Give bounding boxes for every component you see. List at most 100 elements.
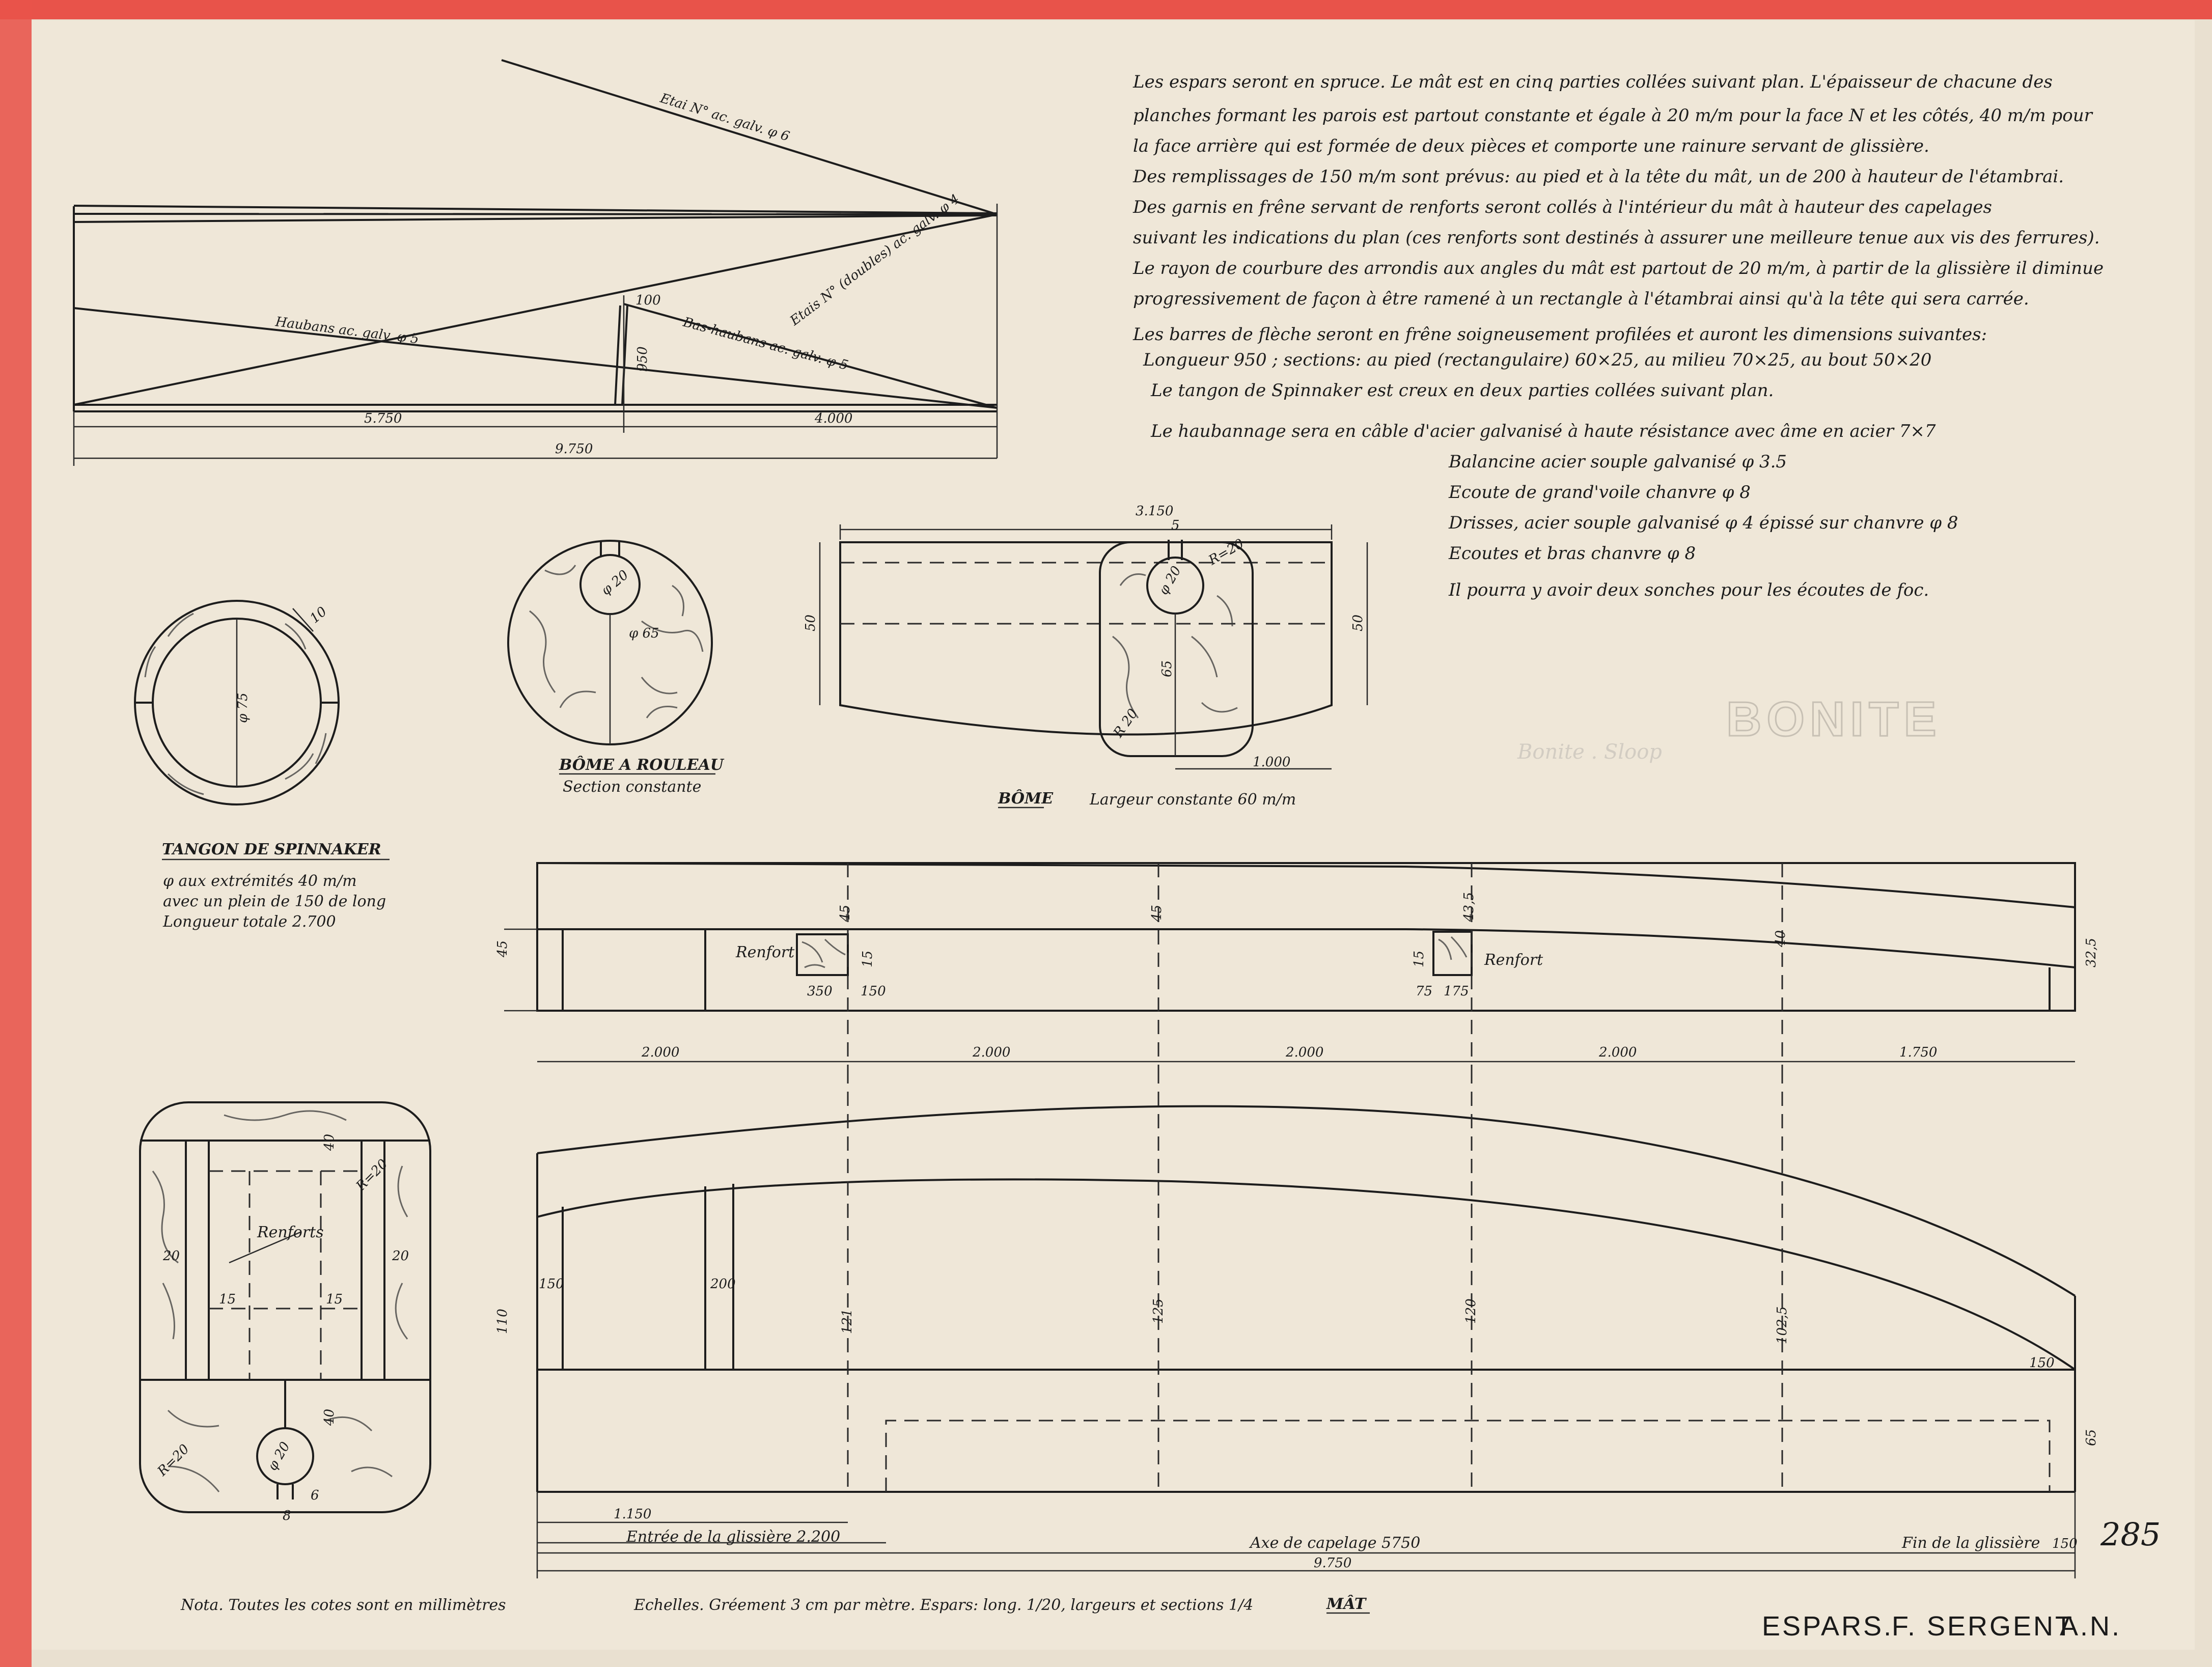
- bome-outline: [839, 541, 1333, 736]
- mast-front-inner-curve: [537, 1178, 2076, 1371]
- front-dim-7: 150: [2029, 1355, 2055, 1371]
- tangon-wall-leader: [292, 608, 314, 632]
- segment-1: 2.000: [641, 1045, 679, 1060]
- spreader-line-b: [621, 305, 628, 405]
- renfort-1-a: 350: [807, 984, 833, 999]
- section-d20b: 20: [392, 1248, 409, 1264]
- note-line-6: suivant les indications du plan (ces ren…: [1133, 228, 2100, 248]
- mast-renfort-1-grain: [801, 938, 846, 968]
- title-espars: ESPARS.: [1762, 1611, 1893, 1642]
- bome-length-label: 3.150: [1136, 504, 1173, 519]
- mast-side-dim-2: 45: [1149, 905, 1165, 922]
- note-line-2: planches formant les parois est partout …: [1133, 105, 2093, 126]
- bome-section-slot: [1168, 540, 1183, 560]
- red-tape-top: [0, 0, 2212, 19]
- bome-rouleau-dia: φ 65: [629, 626, 659, 641]
- rigging-list-3: Drisses, acier souple galvanisé φ 4 épis…: [1448, 513, 1958, 533]
- mast-side-dim-4: 40: [1773, 930, 1788, 948]
- mast-renfort-2-grain: [1438, 936, 1468, 960]
- tangon-spec-1: φ aux extrémités 40 m/m: [163, 872, 357, 890]
- note-line-4: Des remplissages de 150 m/m sont prévus:…: [1132, 166, 2064, 187]
- renfort-2-c: 15: [1412, 951, 1427, 967]
- segment-5: 1.750: [1899, 1045, 1937, 1060]
- spreader-height-label: 100: [635, 293, 661, 308]
- glissiere-entry: Entrée de la glissière 2.200: [626, 1528, 840, 1546]
- note-line-11: Le tangon de Spinnaker est creux en deux…: [1150, 380, 1774, 401]
- section-renforts-label: Renforts: [257, 1224, 324, 1241]
- bome-drawing: 3.150 50 50 5 φ 20 R=20 65 R 20 1.000 BÔ…: [803, 504, 1368, 809]
- drawing-paper: [31, 20, 2195, 1650]
- spreader-line-a: [614, 305, 621, 405]
- note-line-7: Le rayon de courbure des arrondis aux an…: [1132, 258, 2104, 279]
- mast-side-dim-right: 32,5: [2084, 938, 2099, 967]
- glissiere-dash: [885, 1420, 2051, 1492]
- note-line-5: Des garnis en frêne servant de renforts …: [1132, 197, 1992, 217]
- section-renforts-leader: [229, 1231, 301, 1264]
- red-tape-left: [0, 0, 32, 1667]
- renfort-label-2: Renfort: [1484, 951, 1543, 969]
- front-dim-1: 150: [539, 1276, 564, 1292]
- section-wood-grain: [152, 1110, 408, 1492]
- renfort-label-1: Renfort: [735, 943, 795, 961]
- tangon-caption: TANGON DE SPINNAKER: [162, 841, 381, 858]
- bome-section: [1099, 541, 1254, 757]
- mast-line-c: [73, 214, 998, 223]
- note-line-10: Longueur 950 ; sections: au pied (rectan…: [1143, 350, 1931, 370]
- note-line-9: Les barres de flèche seront en frêne soi…: [1132, 324, 1987, 345]
- rig-dim-right: 4.000: [814, 411, 852, 426]
- mast-side-curve: [537, 928, 2076, 968]
- note-line-8: progressivement de façon à être ramené à…: [1133, 289, 2029, 309]
- mast-side-view: 45 32,5 45 45 43,5 40 Renfort Renfort 35…: [495, 862, 2099, 1069]
- rigging-list-2: Ecoute de grand'voile chanvre φ 8: [1448, 482, 1751, 503]
- mast-front-view: 150 200 121 125 120 102,5 150 110 65 1.1…: [495, 1069, 2099, 1614]
- section-d40b: 40: [322, 1409, 337, 1426]
- front-dim-left: 110: [495, 1309, 510, 1334]
- bome-inner-label: 65: [1159, 660, 1175, 677]
- rigging-list-1: Balancine acier souple galvanisé φ 3.5: [1448, 452, 1787, 472]
- rigging-list-4: Ecoutes et bras chanvre φ 8: [1448, 543, 1696, 564]
- bome-slot-label: 5: [1171, 518, 1180, 533]
- front-dim-5: 120: [1463, 1298, 1479, 1324]
- front-dim-6: 102,5: [1775, 1307, 1790, 1344]
- bome-end-label: 1.000: [1253, 755, 1290, 770]
- title-suffix: A.N.: [2060, 1611, 2121, 1642]
- bome-section-grain: [1112, 573, 1238, 718]
- renfort-1-b: 150: [861, 984, 886, 999]
- spreader-length-label: 950: [635, 346, 650, 372]
- sheet-number: 285: [2100, 1516, 2161, 1553]
- footer: Nota. Toutes les cotes sont en millimètr…: [180, 1516, 2161, 1642]
- front-dim-4: 125: [1151, 1298, 1166, 1324]
- mast-side-dim-left: 45: [495, 940, 510, 958]
- lower-shroud-line: [623, 303, 998, 409]
- section-d40a: 40: [322, 1134, 337, 1151]
- bome-rouleau-grain: [529, 565, 704, 718]
- rigging-list-5: Il pourra y avoir deux sonches pour les …: [1448, 580, 1929, 600]
- bome-sub: Largeur constante 60 m/m: [1089, 791, 1296, 809]
- bome-rouleau-sub: Section constante: [563, 778, 701, 796]
- front-dim-2: 200: [710, 1276, 736, 1292]
- shroud-line: [73, 307, 998, 409]
- section-d20a: 20: [162, 1248, 180, 1264]
- mast-side-top: [537, 862, 2076, 908]
- mast-total-length: 9.750: [1314, 1555, 1351, 1571]
- section-slot: [276, 1484, 294, 1499]
- forestay-line: [501, 59, 998, 215]
- renfort-2-a: 75: [1416, 984, 1432, 999]
- glissiere-dim: 1.150: [614, 1507, 651, 1522]
- renfort-2-b: 175: [1444, 984, 1469, 999]
- rig-dim-left: 5.750: [364, 411, 402, 426]
- bome-rouleau-slot: [600, 541, 620, 556]
- echelles-text: Echelles. Gréement 3 cm par mètre. Espar…: [633, 1596, 1253, 1614]
- bome-caption: BÔME: [998, 789, 1054, 808]
- section-outer: [139, 1101, 431, 1513]
- specification-notes: Les espars seront en spruce. Le mât est …: [1132, 72, 2104, 600]
- segment-2: 2.000: [972, 1045, 1010, 1060]
- mast-caption: MÂT: [1326, 1595, 1367, 1613]
- section-slot2-label: 6: [311, 1488, 319, 1503]
- tangon-spec-2: avec un plein de 150 de long: [163, 893, 386, 910]
- front-dim-right: 65: [2084, 1429, 2099, 1446]
- tangon-dia-label: φ 75: [235, 692, 251, 723]
- tangon-spec-3: Longueur totale 2.700: [162, 913, 336, 931]
- lower-stay-line: [73, 213, 998, 406]
- section-slot-label: 8: [283, 1508, 291, 1523]
